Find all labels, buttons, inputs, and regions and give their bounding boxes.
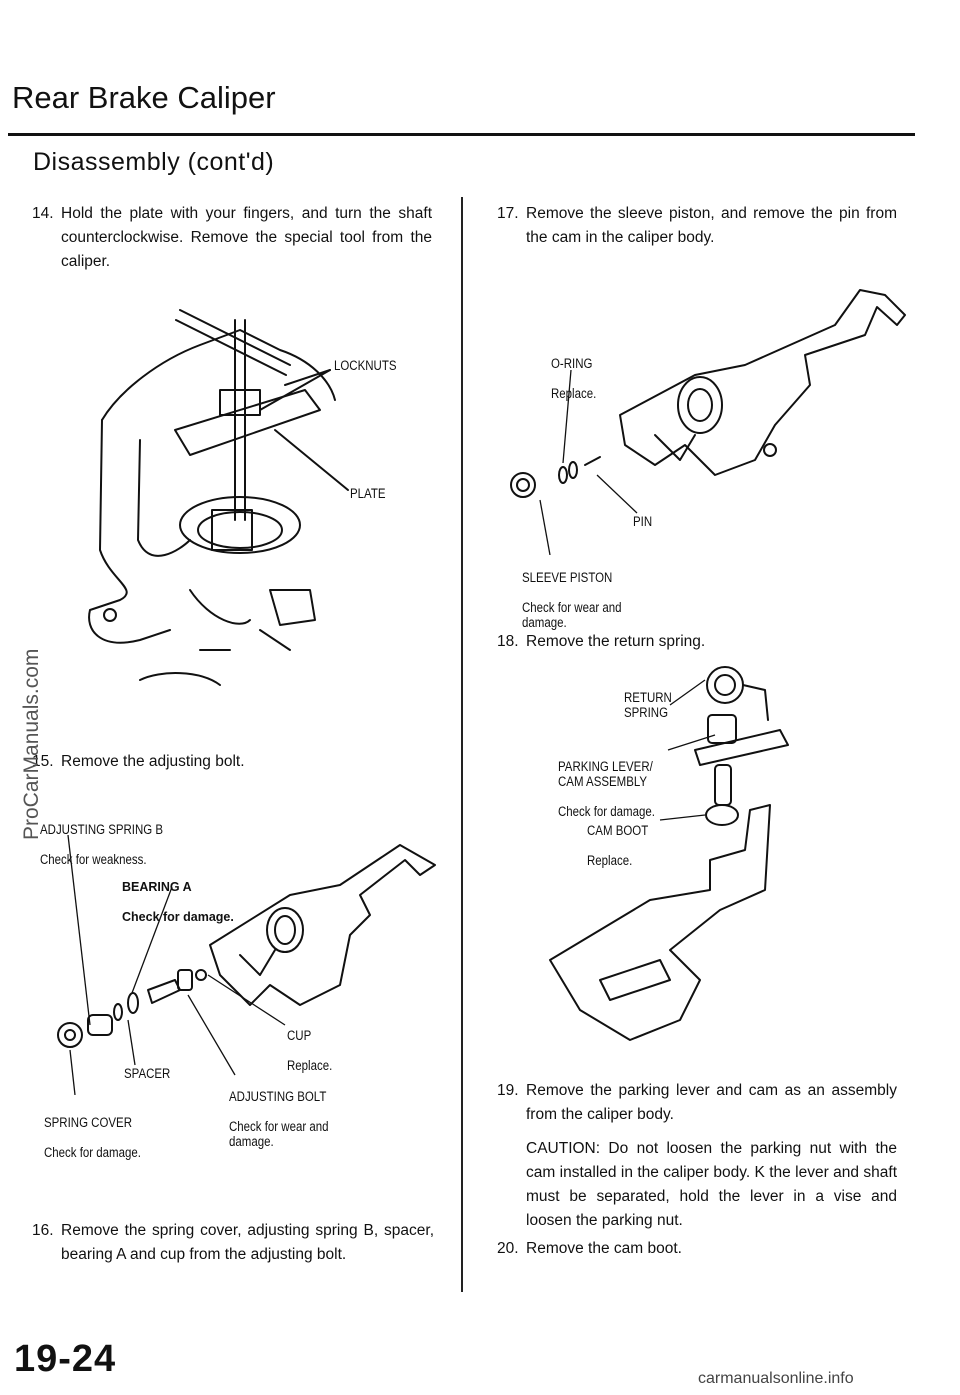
o-ring-label: O-RING Replace. — [551, 341, 596, 416]
step-text: Remove the cam boot. — [526, 1240, 682, 1257]
step-16: 16. Remove the spring cover, adjusting s… — [32, 1219, 434, 1267]
label-main: BEARING A — [122, 880, 192, 894]
cup-label: CUP Replace. — [287, 1013, 332, 1088]
label-note: Check for damage. — [558, 804, 655, 819]
return-spring-label: RETURN SPRING — [624, 690, 672, 720]
step-text: Remove the return spring. — [526, 633, 706, 650]
label-note: Check for damage. — [122, 910, 234, 924]
step-text: Remove the sleeve piston, and remove the… — [526, 205, 897, 246]
step-number: 15. — [32, 753, 54, 770]
caution-note: CAUTION: Do not loosen the parking nut w… — [526, 1140, 897, 1229]
label-note: Replace. — [587, 853, 633, 868]
step-19: 19. Remove the parking lever and cam as … — [497, 1079, 897, 1127]
step-text: Remove the parking lever and cam as an a… — [526, 1082, 897, 1123]
step-number: 20. — [497, 1240, 519, 1257]
section-subtitle: Disassembly (cont'd) — [33, 148, 275, 176]
label-main: SLEEVE PISTON — [522, 570, 613, 585]
label-main: O-RING — [551, 356, 593, 371]
watermark: ProCarManuals.com — [20, 648, 43, 840]
label-main: CAM BOOT — [587, 823, 649, 838]
special-tool-illustration — [88, 309, 349, 686]
spacer-label: SPACER — [124, 1066, 171, 1081]
label-main: ADJUSTING BOLT — [229, 1089, 327, 1104]
step-text: Remove the spring cover, adjusting sprin… — [61, 1222, 434, 1263]
step-18: 18. Remove the return spring. — [497, 630, 897, 654]
label-note: Check for damage. — [44, 1145, 141, 1160]
label-note: Replace. — [287, 1058, 333, 1073]
step-20: 20. Remove the cam boot. — [497, 1237, 897, 1261]
step-14: 14. Hold the plate with your fingers, an… — [32, 202, 432, 274]
step-number: 14. — [32, 205, 54, 222]
sleeve-piston-illustration — [510, 289, 906, 555]
adjusting-bolt-label: ADJUSTING BOLT Check for wear and damage… — [229, 1074, 329, 1164]
column-divider — [461, 197, 463, 1292]
label-main: ADJUSTING SPRING B — [40, 822, 164, 837]
parking-lever-label: PARKING LEVER/ CAM ASSEMBLY Check for da… — [558, 744, 655, 834]
step-text: Hold the plate with your fingers, and tu… — [61, 205, 432, 270]
locknuts-label: LOCKNUTS — [334, 358, 397, 373]
label-main: CUP — [287, 1028, 312, 1043]
page-title: Rear Brake Caliper — [12, 80, 276, 115]
label-main: PARKING LEVER/ CAM ASSEMBLY — [558, 759, 653, 789]
step-number: 19. — [497, 1082, 519, 1099]
adjusting-bolt-illustration — [57, 835, 436, 1095]
label-note: Check for weakness. — [40, 852, 147, 867]
footer-watermark: carmanualsonline.info — [698, 1370, 854, 1387]
pin-label: PIN — [633, 514, 653, 529]
bearing-a-label: BEARING A Check for damage. — [122, 865, 234, 940]
label-note: Check for wear and damage. — [229, 1119, 329, 1149]
step-text: Remove the adjusting bolt. — [61, 753, 245, 770]
parking-lever-illustration — [549, 666, 789, 1041]
page-number: 19-24 — [14, 1338, 117, 1380]
adjusting-spring-b-label: ADJUSTING SPRING B Check for weakness. — [40, 807, 163, 882]
spring-cover-label: SPRING COVER Check for damage. — [44, 1100, 141, 1175]
plate-label: PLATE — [350, 486, 386, 501]
title-rule — [8, 133, 915, 136]
step-17: 17. Remove the sleeve piston, and remove… — [497, 202, 897, 250]
label-main: SPRING COVER — [44, 1115, 133, 1130]
label-note: Check for wear and damage. — [522, 600, 622, 630]
step-15: 15. Remove the adjusting bolt. — [32, 750, 432, 774]
step-number: 18. — [497, 633, 519, 650]
sleeve-piston-label: SLEEVE PISTON Check for wear and damage. — [522, 555, 622, 645]
step-number: 16. — [32, 1222, 54, 1239]
cam-boot-label: CAM BOOT Replace. — [587, 808, 648, 883]
step-number: 17. — [497, 205, 519, 222]
label-note: Replace. — [551, 386, 597, 401]
